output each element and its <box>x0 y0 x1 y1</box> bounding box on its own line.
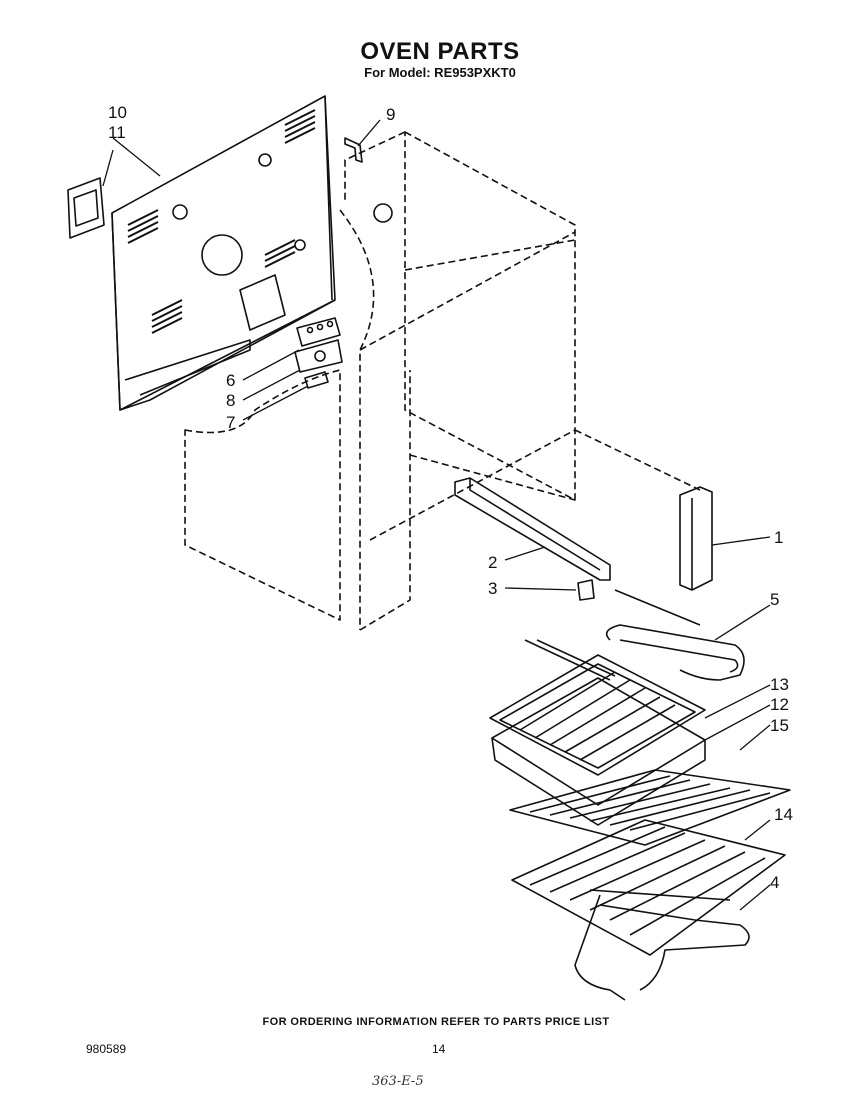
callout-12: 12 <box>770 695 789 714</box>
callout-3: 3 <box>488 579 497 598</box>
callout-9: 9 <box>386 105 395 124</box>
model-subtitle: For Model: RE953PXKT0 <box>364 65 516 80</box>
callout-7: 7 <box>226 413 235 432</box>
top-bracket <box>344 137 363 163</box>
bake-element <box>524 589 745 681</box>
panel-hole-left <box>172 204 188 220</box>
terminal-plate <box>294 339 343 373</box>
callout-10: 10 <box>108 103 127 122</box>
panel-hole-right <box>294 239 306 251</box>
broil-pan-grid <box>489 654 706 776</box>
oven-rack-lower <box>511 819 786 956</box>
oven-cabinet-outline <box>184 131 701 631</box>
vent-hole <box>373 203 393 223</box>
broil-element <box>574 889 750 1001</box>
callout-labels: 10 11 9 6 8 7 1 2 3 5 13 12 15 14 4 <box>108 103 793 892</box>
oven-rack-upper <box>509 769 791 846</box>
callout-6: 6 <box>226 371 235 390</box>
callout-5: 5 <box>770 590 779 609</box>
handwritten-annotation: 363-E-5 <box>372 1074 424 1089</box>
ordering-note: FOR ORDERING INFORMATION REFER TO PARTS … <box>262 1016 610 1028</box>
panel-large-opening <box>201 234 243 276</box>
page-title: OVEN PARTS <box>360 38 520 65</box>
callout-1: 1 <box>774 528 783 547</box>
callout-13: 13 <box>770 675 789 694</box>
panel-hole-center <box>258 153 272 167</box>
callout-leaders <box>102 119 771 911</box>
callout-11: 11 <box>108 123 126 142</box>
terminal-block <box>296 317 341 347</box>
callout-14: 14 <box>774 805 793 824</box>
rear-panel <box>111 95 336 411</box>
vent-slots <box>127 109 316 334</box>
callout-4: 4 <box>770 873 779 892</box>
callout-2: 2 <box>488 553 497 572</box>
callout-15: 15 <box>770 716 789 735</box>
element-shield <box>679 486 713 591</box>
access-cover <box>67 177 105 239</box>
callout-8: 8 <box>226 391 235 410</box>
element-support <box>454 477 611 581</box>
document-number: 980589 <box>86 1042 127 1056</box>
page-number: 14 <box>432 1042 446 1056</box>
clip <box>304 371 329 389</box>
support-clip <box>577 579 595 601</box>
